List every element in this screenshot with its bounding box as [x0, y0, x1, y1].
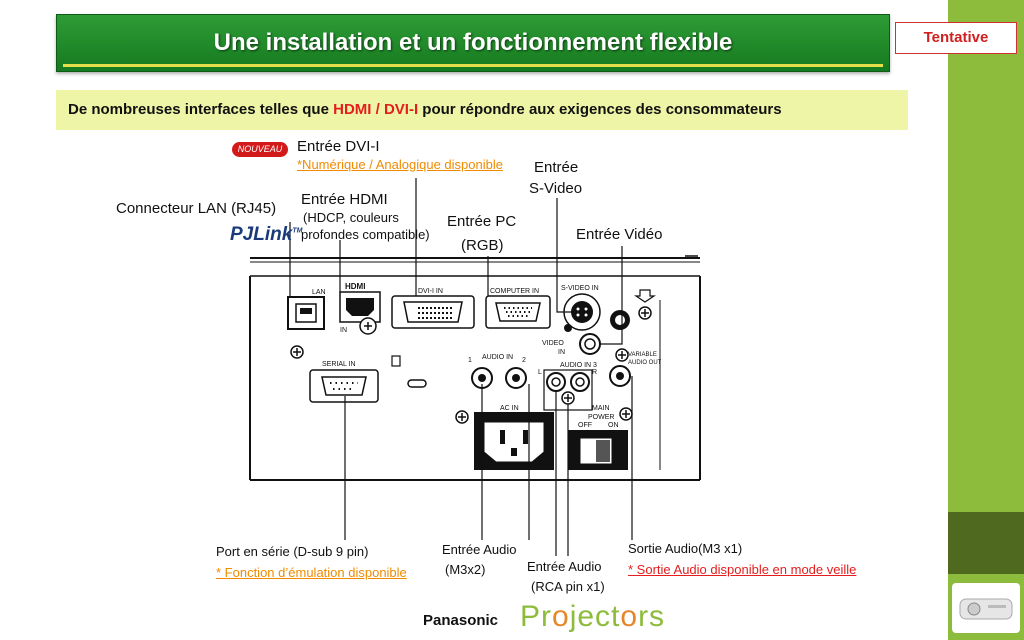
panel-label-dvi: DVI-I IN — [418, 288, 443, 295]
panel-label-ac-in: AC IN — [500, 405, 519, 412]
serial-callout-title: Port en série (D-sub 9 pin) — [216, 544, 369, 559]
audio-in-callout-line1: Entrée Audio — [442, 542, 517, 557]
audio-out-jack — [609, 365, 631, 387]
panel-label-hdmi: HDMI — [345, 282, 365, 291]
panel-label-lan: LAN — [312, 289, 326, 296]
main-power-switch — [568, 430, 628, 470]
projector-thumbnail — [952, 583, 1020, 633]
subtitle-suffix: pour répondre aux exigences des consomma… — [418, 101, 782, 118]
panel-label-right: R — [592, 369, 597, 376]
panel-label-audio-in: AUDIO IN — [482, 354, 513, 361]
projectors-part-a: Pr — [520, 600, 552, 633]
screw-icons — [290, 306, 652, 424]
pjlink-tm: TM — [292, 227, 303, 235]
audio-rca-callout-line2: (RCA pin x1) — [531, 579, 605, 594]
subtitle-prefix: De nombreuses interfaces telles que — [68, 101, 334, 118]
dvi-callout-note: *Numérique / Analogique disponible — [297, 157, 503, 172]
panel-label-video: VIDEO — [542, 340, 564, 347]
page-title: Une installation et un fonctionnement fl… — [213, 29, 733, 56]
projector-icon — [959, 598, 1013, 620]
serial-callout-note: * Fonction d’émulation disponible — [216, 565, 407, 580]
panel-label-audio-in-1: 1 — [468, 357, 472, 364]
video-port — [579, 333, 601, 355]
panel-label-off: OFF — [578, 422, 592, 429]
projectors-part-c: ject — [569, 600, 621, 633]
pc-callout-line2: (RGB) — [461, 237, 504, 254]
panel-label-power: POWER — [588, 414, 614, 421]
pc-callout-line1: Entrée PC — [447, 213, 517, 230]
ac-inlet — [474, 412, 554, 470]
lan-port — [287, 296, 325, 330]
panel-body — [249, 255, 701, 481]
tentative-badge: Tentative — [895, 22, 1017, 54]
subtitle-highlight: HDMI / DVI-I — [333, 101, 419, 118]
panel-label-main: MAIN — [592, 405, 610, 412]
sidebar-dark-band — [948, 512, 1024, 574]
dvi-port — [391, 295, 475, 329]
leader-lines — [289, 178, 633, 556]
panel-label-serial: SERIAL IN — [322, 361, 356, 368]
audio-in-jacks — [471, 367, 527, 389]
pjlink-text: PJLink — [230, 224, 293, 245]
panel-label-on: ON — [608, 422, 619, 429]
panasonic-logo: Panasonic — [423, 612, 499, 629]
rear-panel-diagram: LAN HDMI IN DVI-I IN COMPUTER IN S-VIDEO — [249, 178, 701, 556]
panel-label-audio-in-3: AUDIO IN 3 — [560, 362, 597, 369]
title-underline — [63, 64, 883, 67]
projectors-part-b: o — [552, 600, 570, 633]
panel-label-hdmi-in: IN — [340, 327, 347, 334]
panel-label-computer: COMPUTER IN — [490, 288, 539, 295]
audio-in-callout-line2: (M3x2) — [445, 562, 486, 577]
panel-label-variable: VARIABLE — [628, 352, 657, 358]
nouveau-badge: NOUVEAU — [232, 142, 288, 157]
panel-label-audio-in-2: 2 — [522, 357, 526, 364]
pjlink-logo: PJLinkTM — [230, 224, 302, 246]
hdmi-callout-note1: (HDCP, couleurs — [303, 210, 399, 225]
video-callout: Entrée Vidéo — [576, 226, 663, 243]
lan-callout: Connecteur LAN (RJ45) — [116, 200, 277, 217]
svideo-callout-line1: Entrée — [534, 159, 579, 176]
hdmi-callout-title: Entrée HDMI — [301, 191, 388, 208]
panel-label-svideo: S-VIDEO IN — [561, 285, 599, 292]
title-bar: Une installation et un fonctionnement fl… — [56, 14, 890, 72]
audio-rca-callout-line1: Entrée Audio — [527, 559, 602, 574]
computer-port — [485, 295, 551, 329]
dvi-callout-title: Entrée DVI-I — [297, 138, 380, 155]
svideo-port — [563, 293, 601, 332]
audio-out-callout-note: * Sortie Audio disponible en mode veille — [628, 562, 857, 577]
hdmi-callout-note2: profondes compatible) — [301, 227, 430, 242]
projectors-part-d: o — [620, 600, 639, 633]
hdmi-port — [339, 291, 381, 335]
panel-label-left: L — [538, 369, 542, 376]
audio-out-callout-title: Sortie Audio(M3 x1) — [628, 541, 743, 556]
projectors-logo: Projectors — [520, 600, 665, 634]
panel-label-audio-out: AUDIO OUT — [628, 360, 662, 366]
panel-label-video-in: IN — [558, 349, 565, 356]
projectors-part-e: rs — [638, 600, 666, 633]
serial-port — [309, 355, 427, 403]
subtitle-banner: De nombreuses interfaces telles que HDMI… — [56, 90, 908, 130]
svideo-callout-line2: S-Video — [529, 180, 583, 197]
